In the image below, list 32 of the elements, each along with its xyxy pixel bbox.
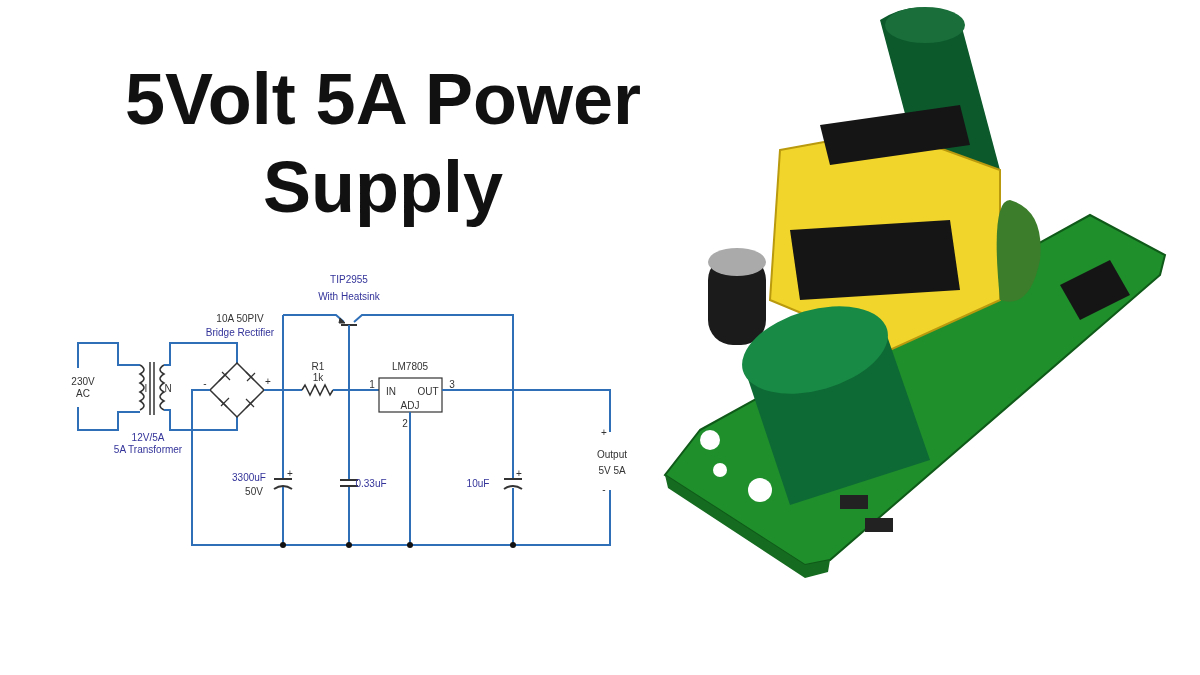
component-label: OUT: [417, 385, 439, 397]
component-label: 230V: [71, 375, 95, 387]
component-label: 10A 50PIV: [216, 312, 264, 324]
component-label: -: [203, 377, 207, 389]
component-label: -: [602, 483, 606, 495]
component-label: 2: [402, 417, 408, 429]
component-label: 1: [369, 378, 375, 390]
diagram-title: 5Volt 5A Power Supply: [123, 58, 643, 229]
component-label: With Heatsink: [318, 290, 380, 302]
component-label: 0.33uF: [355, 477, 387, 489]
component-label: 3: [449, 378, 455, 390]
component-label: 5V 5A: [598, 464, 626, 476]
component-label: IN: [386, 385, 396, 397]
component-label: 50V: [245, 485, 263, 497]
component-label: Output: [597, 448, 627, 460]
component-label: 5A Transformer: [113, 443, 183, 455]
component-label: R1: [311, 360, 325, 372]
component-label: +: [516, 467, 522, 479]
component-label: N: [164, 382, 172, 394]
component-label: I: [144, 382, 148, 394]
component-label: 3300uF: [232, 471, 266, 483]
component-label: 1k: [312, 371, 324, 383]
component-label: TIP2955: [330, 273, 368, 285]
component-label: AC: [76, 387, 90, 399]
component-label: LM7805: [391, 360, 429, 372]
component-label: +: [601, 426, 607, 438]
component-label: ADJ: [400, 399, 420, 411]
component-label: 10uF: [466, 477, 490, 489]
component-label: 12V/5A: [131, 431, 165, 443]
component-label: +: [287, 467, 293, 479]
component-label: +: [265, 375, 271, 387]
component-label: Bridge Rectifier: [205, 326, 275, 338]
